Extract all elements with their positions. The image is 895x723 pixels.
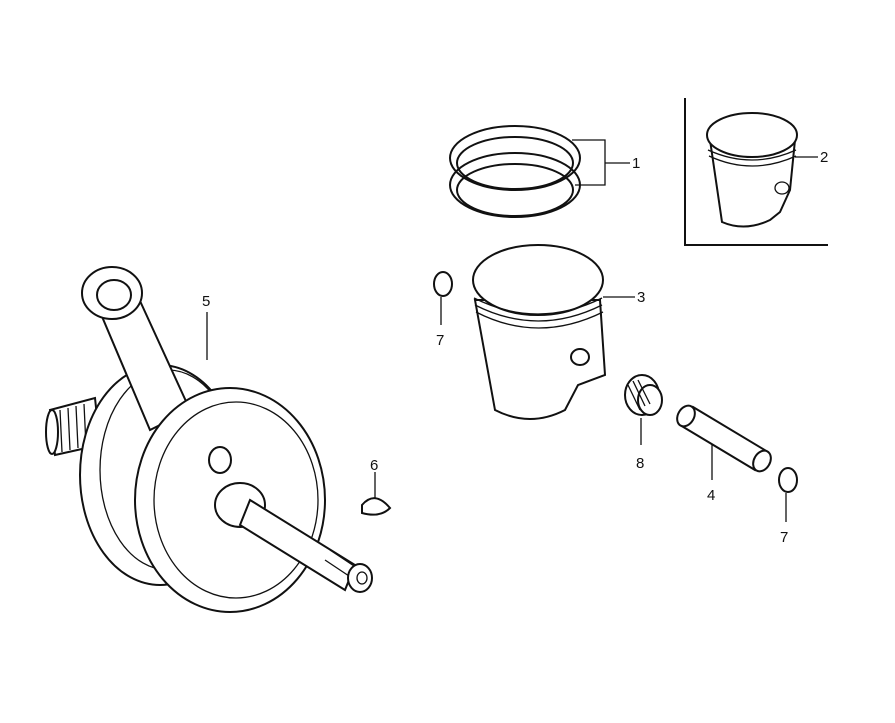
crankshaft-part[interactable] [45,266,373,613]
callout-7-right: 7 [780,529,788,546]
pin-clip-right-part[interactable] [778,467,798,522]
piston-alt-part[interactable] [706,112,818,228]
callout-2: 2 [820,149,828,166]
callout-4: 4 [707,487,715,504]
inset-frame [684,98,828,246]
piston-rings-part[interactable] [449,125,630,218]
callout-1: 1 [632,155,640,172]
callout-3: 3 [637,289,645,306]
pin-clip-left-part[interactable] [433,271,453,325]
woodruff-key-part[interactable] [361,472,392,516]
callout-8: 8 [636,455,644,472]
piston-pin-part[interactable] [674,402,775,480]
callout-6: 6 [370,457,378,474]
callout-5: 5 [202,293,210,310]
callout-7-left: 7 [436,332,444,349]
piston-part[interactable] [472,244,635,420]
needle-bearing-part[interactable] [624,374,663,445]
